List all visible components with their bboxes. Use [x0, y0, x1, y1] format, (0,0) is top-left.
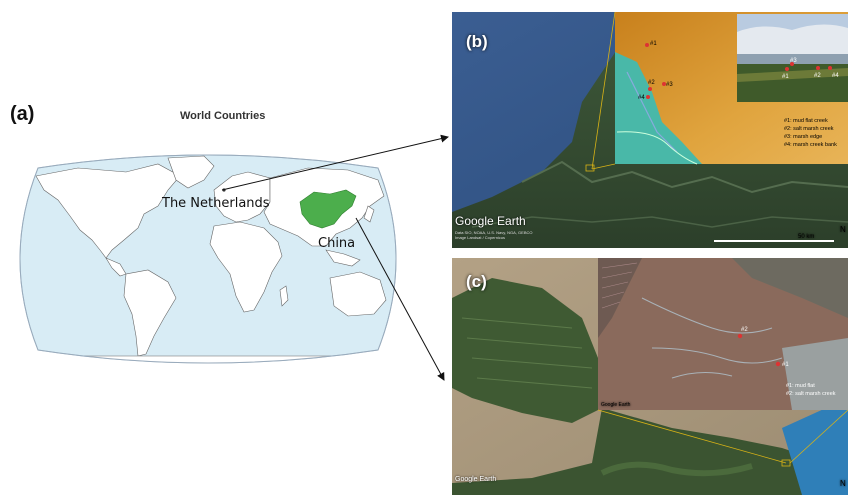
inset-c-google-logo: Google Earth: [601, 402, 631, 408]
island-c: [452, 278, 602, 423]
photo-b-marker-1: #1: [782, 74, 789, 80]
legend-c-1: #1: mud flat: [786, 383, 815, 389]
sea-c: [782, 398, 848, 495]
legend-c-2: #2: salt marsh creek: [786, 391, 836, 397]
china-label: China: [318, 236, 356, 251]
panel-b-label: (b): [466, 32, 488, 51]
google-earth-logo-b: Google Earth: [455, 214, 526, 228]
panel-b-image: #1 #2 #3 #4 #1: mud flat creek #2: salt …: [452, 12, 848, 248]
inset-b-marker-1: #1: [650, 41, 657, 47]
netherlands-label: The Netherlands: [162, 196, 270, 211]
africa: [209, 221, 283, 313]
panel-c-label: (c): [466, 272, 487, 291]
inset-c-marker-1: #1: [782, 362, 789, 368]
attribution-b-1: Data SIO, NOAA, U.S. Navy, NGA, GEBCO: [455, 230, 533, 235]
inset-b-marker-4: #4: [638, 95, 645, 101]
panel-c-image: #2 #1 #1: mud flat #2: salt marsh creek …: [452, 258, 848, 495]
panel-a-label: (a): [10, 103, 35, 125]
arrow-to-china: [355, 217, 445, 381]
australia: [329, 271, 387, 317]
europe: [213, 171, 271, 223]
photo-b-marker-3: #3: [790, 58, 797, 64]
southeast-asia: [325, 249, 361, 267]
madagascar: [279, 285, 289, 307]
inset-b-legend: #1: mud flat creek #2: salt marsh creek …: [784, 118, 837, 148]
legend-b-4: #4: marsh creek bank: [784, 142, 837, 148]
inset-c-map: #2 #1 #1: mud flat #2: salt marsh creek …: [598, 258, 848, 410]
panel-b-satellite: #1 #2 #3 #4 #1: mud flat creek #2: salt …: [452, 12, 848, 248]
photo-b-marker-4: #4: [832, 73, 839, 79]
south-america: [123, 269, 177, 357]
panel-c-satellite: #2 #1 #1: mud flat #2: salt marsh creek …: [452, 258, 848, 495]
inset-b-marker-2: #2: [648, 80, 655, 86]
north-america: [35, 163, 181, 259]
photo-b-marker-2: #2: [814, 73, 821, 79]
world-map-title: World Countries: [180, 110, 266, 122]
inset-c-marker-2: #2: [741, 327, 748, 333]
central-america: [105, 257, 127, 277]
inset-b-marker-3: #3: [666, 82, 673, 88]
scale-b-label: 50 km: [798, 234, 814, 240]
china-highlight: [299, 189, 357, 229]
north-c-label: N: [840, 479, 846, 488]
legend-b-1: #1: mud flat creek: [784, 118, 828, 124]
attribution-b-2: Image Landsat / Copernicus: [455, 235, 506, 240]
south-bank-c: [452, 408, 848, 495]
greenland: [167, 155, 215, 189]
google-earth-logo-c: Google Earth: [455, 476, 497, 483]
world-map: [19, 154, 397, 364]
arrow-to-netherlands: [221, 134, 449, 191]
legend-b-3: #3: marsh edge: [784, 134, 822, 140]
legend-b-2: #2: salt marsh creek: [784, 126, 834, 132]
japan: [363, 205, 375, 223]
north-b-label: N: [840, 225, 846, 234]
photo-inset-b: #3 #1 #2 #4: [737, 14, 848, 102]
